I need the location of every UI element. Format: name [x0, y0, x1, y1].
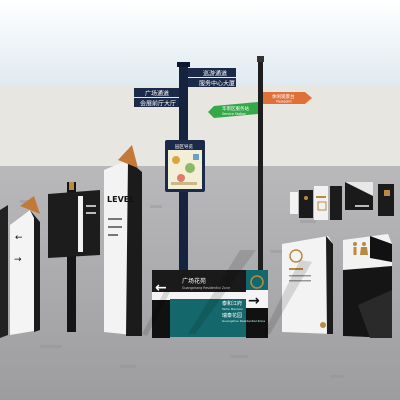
board-top-en: Guangchang Residential Zone: [182, 286, 230, 290]
orange-arrow-sign: [263, 92, 312, 104]
board-bottom-en: Guangzhou Residential Zone: [222, 319, 265, 323]
main-directory-board: ← 广场花苑 Guangchang Residential Zone 泰和江府 …: [152, 270, 268, 338]
board-arrow-left: ←: [155, 280, 167, 296]
board-arrow-right: →: [248, 293, 260, 309]
restroom-sign: [343, 234, 392, 338]
orange-arrow-sign-label: 休闲观景台: [272, 93, 295, 100]
slim-pole: [67, 182, 76, 332]
board-mid-cn: 泰和江府: [222, 300, 242, 307]
board-bottom-cn: 瑞泰花园: [222, 312, 242, 319]
restroom-icon: [353, 242, 368, 255]
screen-kiosk-header: 园区导览: [175, 143, 193, 150]
screen-kiosk: 园区导览: [165, 140, 205, 192]
svg-text:←: ←: [15, 233, 23, 243]
svg-text:→: →: [14, 255, 22, 265]
fingerpost-arm-right-1-label: 巡游通道: [203, 70, 227, 78]
logo-panel: [282, 236, 333, 334]
level-totem: LEVEL: [104, 145, 142, 336]
fingerpost: 巡游通道 服务中心大厦 广场通道 会展前厅大厅: [134, 62, 236, 334]
ground-shadows: [142, 250, 312, 336]
screen-map-illustration: [171, 154, 199, 185]
totem-label: LEVEL: [107, 195, 134, 204]
fingerpost-arm-left-1: [134, 88, 179, 97]
left-edge-slab: [0, 205, 8, 338]
green-arrow-sign: [208, 102, 258, 118]
board-logo-emblem: [250, 275, 264, 289]
dark-panel-sign: [48, 190, 100, 258]
orange-arrow-sign-sub: Viewpoint: [276, 100, 292, 104]
board-mid-en: Taihe Mansion: [221, 307, 243, 311]
thin-arrow-pole: 华南区服务站 Service Station 休闲观景台 Viewpoint: [208, 56, 312, 335]
fingerpost-arm-right-1: [188, 68, 236, 77]
green-arrow-sign-sub: Service Station: [222, 112, 246, 116]
fingerpost-arm-left-1-label: 广场通道: [145, 90, 169, 98]
board-top-cn: 广场花苑: [182, 277, 206, 285]
fingerpost-arm-left-2-label: 会展前厅大厅: [140, 100, 176, 108]
logo-panel-emblem: [289, 249, 303, 263]
wedge-sign-left: ← →: [10, 196, 40, 335]
fingerpost-arm-left-2: [134, 98, 179, 107]
fingerpost-arm-right-2: [188, 78, 236, 87]
green-arrow-sign-label: 华南区服务站: [222, 105, 249, 112]
mini-panels-right: [290, 182, 394, 220]
fingerpost-arm-right-2-label: 服务中心大厦: [199, 80, 235, 88]
